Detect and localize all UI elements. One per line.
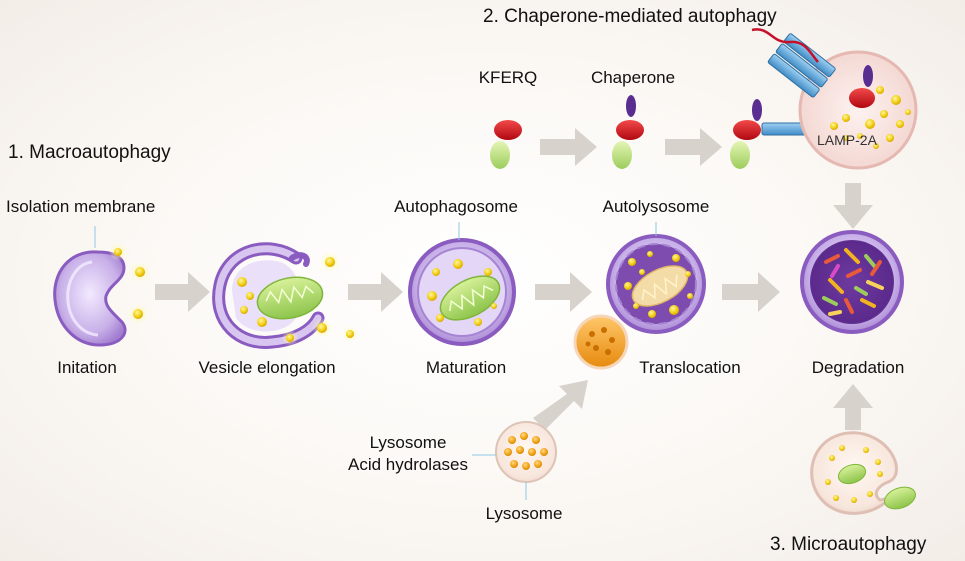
- label-lysosome-acid-hydrolases: Lysosome Acid hydrolases: [348, 432, 468, 476]
- process-arrows: [155, 128, 873, 430]
- label-acid-hydrolases-line2: Acid hydrolases: [347, 455, 469, 474]
- label-autophagosome: Autophagosome: [394, 197, 518, 216]
- arrow-initiation-elongation: [155, 272, 210, 312]
- step-translocation: Translocation: [639, 358, 741, 377]
- chaperone-lamp-binding: [730, 99, 811, 169]
- label-autolysosome: Autolysosome: [602, 197, 710, 216]
- arrow-translocation-degradation: [722, 272, 780, 312]
- autophagosome-cell: [408, 222, 516, 346]
- label-chaperone: Chaperone: [590, 68, 676, 87]
- step-vesicle-elongation: Vesicle elongation: [198, 358, 336, 377]
- isolation-membrane-cell: [53, 226, 150, 347]
- elongating-vesicle: [212, 242, 358, 349]
- arrow-lysosome-translocation: [533, 380, 588, 430]
- fusing-lysosome: [573, 314, 629, 370]
- label-lysosome-line1: Lysosome: [369, 433, 447, 452]
- lamp2a-lysosome: [751, 28, 918, 170]
- arrow-elongation-maturation: [348, 272, 403, 312]
- arrow-kferq-chaperone: [540, 128, 597, 166]
- lysosome-cell: [472, 421, 557, 500]
- step-maturation: Maturation: [425, 358, 507, 377]
- microautophagy-cell: [810, 431, 916, 515]
- label-lysosome-bottom: Lysosome: [485, 504, 563, 523]
- degradation-cell: [800, 230, 904, 334]
- kferq-substrate: [490, 120, 522, 169]
- label-isolation-membrane: Isolation membrane: [6, 197, 156, 216]
- arrow-maturation-translocation: [535, 272, 592, 312]
- step-initiation: Initation: [57, 358, 117, 377]
- chaperone-complex: [612, 95, 644, 169]
- arrow-lamp-degradation: [833, 183, 873, 229]
- label-lamp2a: LAMP-2A: [817, 132, 877, 148]
- arrow-chaperone-lamp: [665, 128, 722, 166]
- label-kferq: KFERQ: [478, 68, 538, 87]
- section-title-macro: 1. Macroautophagy: [8, 142, 171, 163]
- step-degradation: Degradation: [811, 358, 905, 377]
- section-title-cma: 2. Chaperone-mediated autophagy: [483, 6, 777, 27]
- arrow-micro-degradation: [833, 384, 873, 430]
- section-title-micro: 3. Microautophagy: [770, 534, 927, 555]
- autolysosome-cell: [606, 222, 706, 334]
